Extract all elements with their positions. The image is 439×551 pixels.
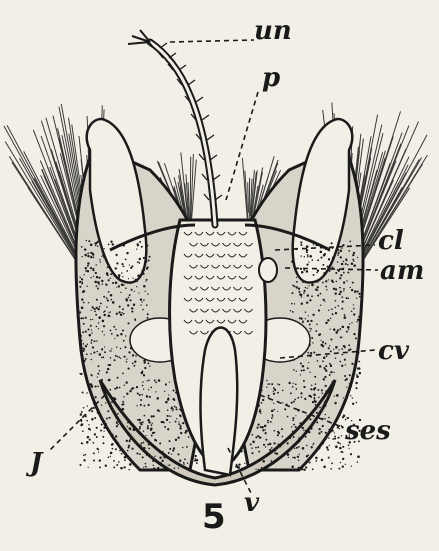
leader-j <box>50 395 105 450</box>
aedeagus <box>200 328 237 476</box>
label-am: am <box>380 258 424 284</box>
label-un: un <box>254 18 292 44</box>
label-p: p <box>262 65 280 91</box>
label-j: J <box>30 450 42 476</box>
clasper-structure <box>259 258 277 282</box>
label-ses: ses <box>345 418 391 444</box>
label-v: v <box>244 490 259 516</box>
leader-un <box>170 40 254 42</box>
uncus-tip <box>128 30 150 44</box>
label-cv: cv <box>378 338 409 364</box>
figure-number: 5 <box>202 500 226 534</box>
label-cl: cl <box>378 228 404 254</box>
